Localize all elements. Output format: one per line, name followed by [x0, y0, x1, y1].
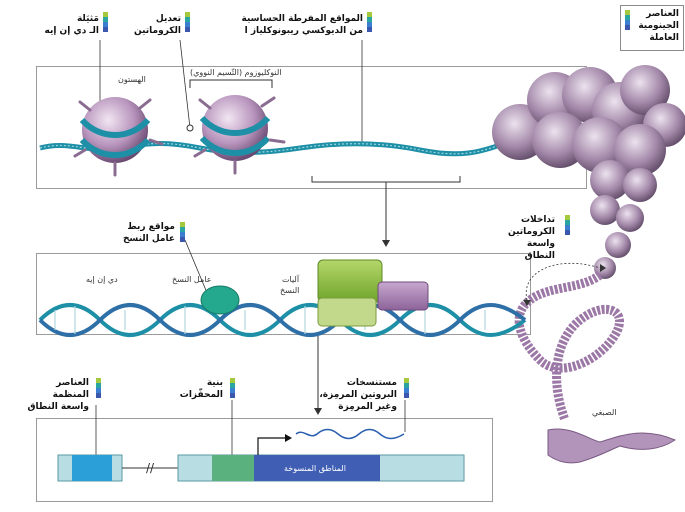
zoom-bracket — [311, 176, 461, 240]
color-swatch-2 — [625, 15, 630, 20]
chromatin-mod-label-2: الكروماتين — [134, 26, 181, 36]
chromosome-label: الصبغي — [592, 408, 617, 417]
transcription-factor — [200, 285, 240, 315]
histone-right — [193, 95, 286, 175]
tf-sites-label-2: عامل النسخ — [122, 234, 175, 244]
machinery-purple-block — [377, 281, 429, 311]
interactions-label-4: النطاق — [524, 251, 555, 261]
label-color-bar — [185, 12, 190, 32]
machinery-label-1: آليات — [282, 275, 300, 284]
transcripts-label-2: البروتين المرمِزة، — [319, 390, 397, 400]
coding-region — [254, 455, 380, 481]
regulatory-element-core — [72, 455, 112, 481]
legend-color-bar — [625, 10, 630, 30]
methylation-label-1: مَثيَلة — [76, 14, 99, 24]
chromosome — [547, 428, 677, 464]
regulatory-label-2: المنظمة — [52, 390, 89, 400]
legend-line-3: العاملة — [649, 33, 679, 43]
label-color-bar — [565, 215, 570, 235]
nucleosome-bracket — [189, 79, 273, 88]
arrow-down-icon — [382, 240, 390, 247]
dnase-label-2: من الديوكسي ريبونوكلياز ا — [244, 26, 363, 36]
dnase-label-1: المواقع المفرطة الحساسية — [241, 14, 363, 24]
label-color-bar — [96, 378, 101, 398]
label-color-bar — [180, 222, 185, 242]
color-swatch-4 — [625, 25, 630, 30]
label-color-bar — [230, 378, 235, 398]
color-swatch-1 — [625, 10, 630, 15]
transcripts-label-1: مستنسخات — [346, 378, 397, 388]
tf-sites-label-1: مواقع ربط — [127, 222, 175, 232]
svg-text://: // — [146, 461, 155, 475]
label-color-bar — [103, 12, 108, 32]
legend-box: العناصر الجينومية العاملة — [620, 5, 684, 51]
machinery-label-2: النسخ — [280, 286, 300, 295]
chromatin-mod-label-1: تعديل — [155, 14, 181, 24]
promoter-region — [212, 455, 254, 481]
interactions-label-2: الكروماتين — [508, 227, 555, 237]
condensed-chromatin — [492, 65, 685, 279]
transcript-wave — [295, 428, 405, 440]
legend-line-2: الجينومية — [638, 21, 679, 31]
label-color-bar — [367, 12, 372, 32]
promoter-label-2: المحفّزات — [179, 390, 223, 400]
dna-label: دي إن إيه — [86, 275, 118, 284]
arrow-down-icon — [314, 408, 322, 415]
promoter-label-1: بنية — [206, 378, 223, 388]
histone-left — [73, 97, 164, 177]
chromatin-fiber — [514, 271, 624, 422]
coding-region-label: المناطق المنسوخة — [284, 464, 346, 473]
interactions-label-1: تداخلات — [520, 215, 555, 225]
transcripts-label-3: وغير المرمِزة — [338, 402, 397, 412]
modification-marker — [186, 124, 194, 132]
label-color-bar — [404, 378, 409, 398]
machinery-lower-block — [317, 297, 377, 327]
transcription-start-arrow — [257, 437, 285, 455]
tf-label: عامل النسخ — [172, 275, 212, 284]
interaction-arc — [525, 262, 601, 301]
color-swatch-3 — [625, 20, 630, 25]
methylation-label-2: الـ دي إن إيه — [44, 26, 100, 36]
regulatory-label-3: واسعة النطاق — [27, 402, 89, 412]
dna-helix-strand-2 — [38, 303, 527, 337]
regulatory-label-1: العناصر — [56, 378, 89, 388]
machinery-green-block — [317, 259, 383, 303]
interactions-label-3: واسعة — [526, 239, 555, 249]
histone-label: الهستون — [118, 75, 146, 84]
legend-line-1: العناصر — [646, 9, 679, 19]
nucleosome-label: النوكليوزوم (التّسيم النووي) — [190, 68, 282, 77]
